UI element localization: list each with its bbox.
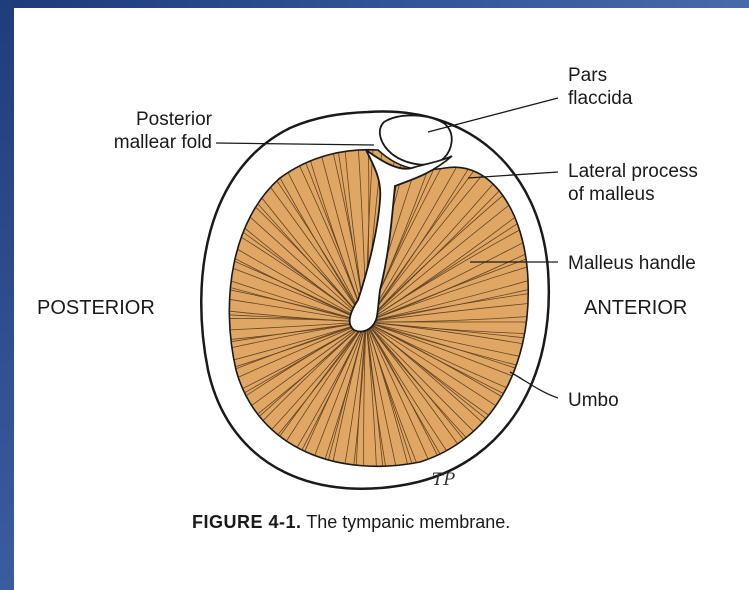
label-posterior-mallear-fold: Posterior mallear fold	[84, 108, 212, 154]
label-malleus-handle: Malleus handle	[568, 252, 696, 275]
label-pars-flaccida: Pars flaccida	[568, 64, 632, 110]
figure-caption-text: The tympanic membrane.	[302, 512, 511, 532]
figure-number: FIGURE 4-1.	[192, 512, 302, 532]
label-lateral-process: Lateral process of malleus	[568, 160, 698, 206]
label-posterior: POSTERIOR	[37, 296, 155, 320]
label-anterior: ANTERIOR	[584, 296, 687, 320]
leader-pars-flaccida	[428, 98, 558, 132]
figure-caption: FIGURE 4-1. The tympanic membrane.	[192, 512, 510, 533]
label-umbo: Umbo	[568, 389, 619, 412]
artist-signature: TP	[432, 470, 455, 490]
